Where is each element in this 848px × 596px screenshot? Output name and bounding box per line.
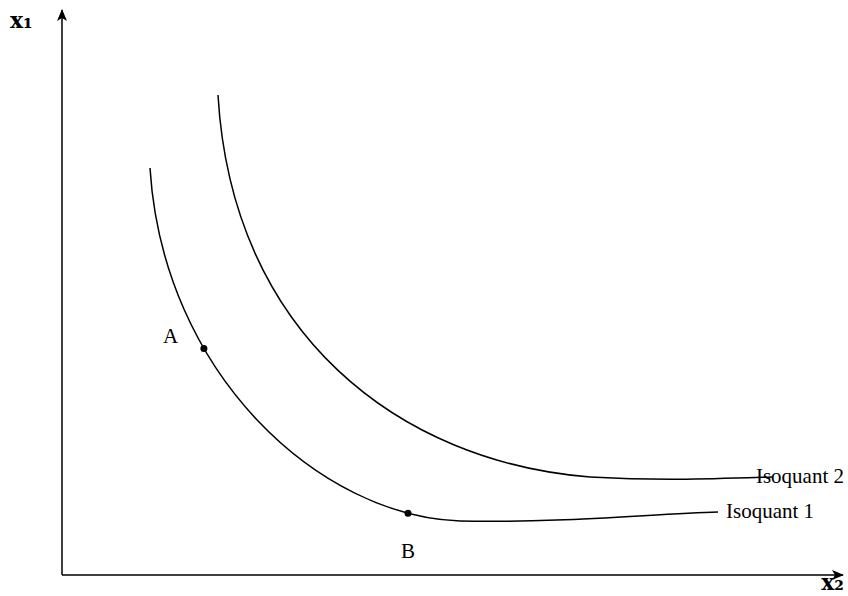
axis-label: x₁ <box>10 8 33 32</box>
isoquant-curve <box>150 168 718 521</box>
point-dot <box>200 345 207 352</box>
curve-label: Isoquant 1 <box>726 500 814 523</box>
vertical-axis <box>61 10 63 575</box>
horizontal-axis <box>62 574 843 576</box>
curve-label: Isoquant 2 <box>756 465 844 488</box>
isoquant-curve <box>218 95 772 479</box>
point-dot <box>405 510 412 517</box>
point-label: B <box>401 540 415 563</box>
point-label: A <box>163 325 178 348</box>
axis-label: x₂ <box>821 570 844 594</box>
